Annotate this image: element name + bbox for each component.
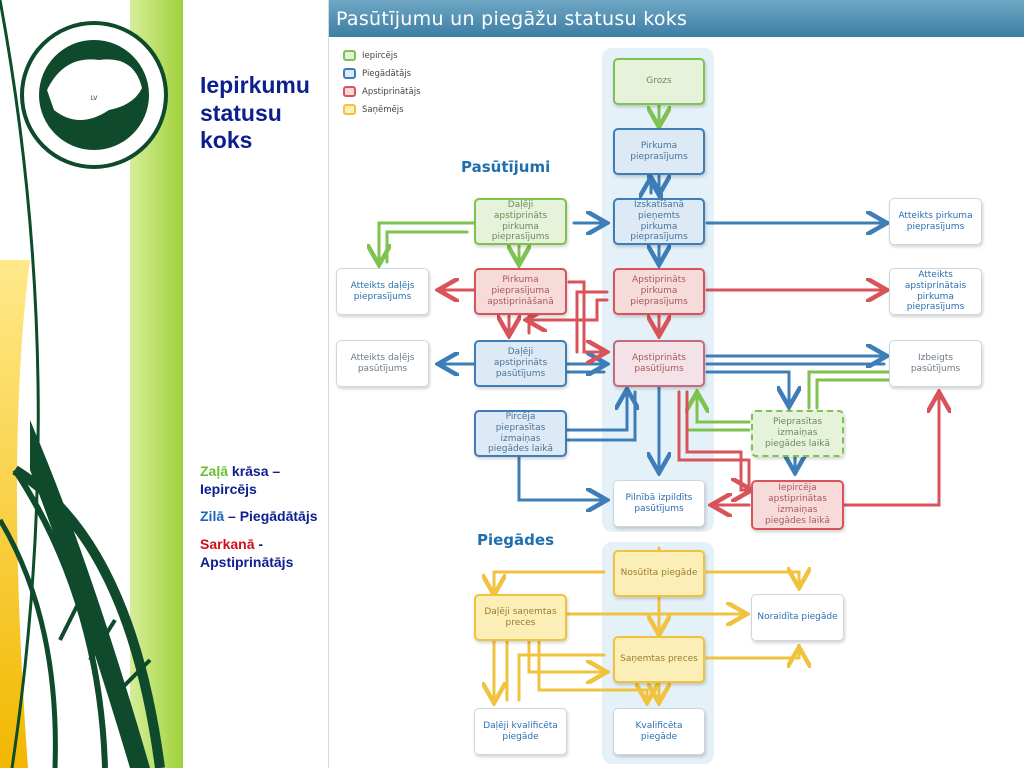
diagram-title: Pasūtījumu un piegāžu statusu koks xyxy=(336,8,688,30)
node-sanemtas-preces: Saņemtas preces xyxy=(613,636,705,683)
node-dalj-apst-pasutijums: Daļēji apstiprināts pasūtījums xyxy=(474,340,567,387)
diagram-legend-label: Saņēmējs xyxy=(362,104,404,115)
node-nosutita-piegade: Nosūtīta piegāde xyxy=(613,550,705,597)
color-legend-text: Zaļā krāsa – Iepircējs Zilā – Piegādātāj… xyxy=(200,462,325,580)
legend-green-rest: krāsa – Iepircējs xyxy=(200,463,281,498)
diagram-legend-label: Piegādātājs xyxy=(362,68,412,79)
node-atteikts-pirkuma: Atteikts pirkuma pieprasījums xyxy=(889,198,982,245)
legend-green: Zaļā krāsa – Iepircējs xyxy=(200,462,325,498)
node-izskatisana: Izskatīšanā pieņemts pirkuma pieprasījum… xyxy=(613,198,705,245)
node-atteikts-daljejs-pasutijums: Atteikts daļējs pasūtījums xyxy=(336,340,429,387)
legend-blue-rest: – Piegādātājs xyxy=(224,508,318,525)
svg-text:LV: LV xyxy=(91,95,99,102)
left-decor-panel: LV xyxy=(0,0,183,768)
legend-green-word: Zaļā xyxy=(200,463,229,479)
node-pirkuma-apstiprinasana: Pirkuma pieprasījuma apstiprināšanā xyxy=(474,268,567,315)
node-grozs: Grozs xyxy=(613,58,705,105)
node-pilniba-izpildits: Pilnībā izpildīts pasūtījums xyxy=(613,480,705,527)
node-pirkuma-pieprasijums: Pirkuma pieprasījums xyxy=(613,128,705,175)
node-apstiprinats-pasutijums: Apstiprināts pasūtījums xyxy=(613,340,705,387)
node-izbeigts-pasutijums: Izbeigts pasūtījums xyxy=(889,340,982,387)
node-apstiprinats-pirkuma: Apstiprināts pirkuma pieprasījums xyxy=(613,268,705,315)
diagram-legend-apstiprinatajs: Apstiprinātājs xyxy=(343,86,421,97)
diagram-legend-label: Iepircējs xyxy=(362,50,398,61)
node-atteikts-daljejs-pieprasijums: Atteikts daļējs pieprasījums xyxy=(336,268,429,315)
node-noraidita-piegade: Noraidīta piegāde xyxy=(751,594,844,641)
slide-title: Iepirkumu statusu koks xyxy=(200,72,330,155)
title-line-1: Iepirkumu xyxy=(200,72,310,98)
status-tree-diagram: Pasūtījumu un piegāžu statusu koks xyxy=(328,0,1024,768)
vraa-logo: LV xyxy=(20,21,168,169)
diagram-legend-iepircejs: Iepircējs xyxy=(343,50,398,61)
title-line-2: statusu xyxy=(200,99,282,126)
node-iepirceja-apstiprinatas: Iepircēja apstiprinātas izmaiņas piegāde… xyxy=(751,480,844,530)
diagram-legend-label: Apstiprinātājs xyxy=(362,86,421,97)
section-label-orders: Pasūtījumi xyxy=(461,158,551,176)
node-dalj-sanemtas: Daļēji saņemtas preces xyxy=(474,594,567,641)
legend-blue-word: Zilā xyxy=(200,508,225,525)
legend-red-word: Sarkanā xyxy=(200,535,255,552)
legend-red: Sarkanā - Apstiprinātājs xyxy=(200,535,325,571)
node-kvalificeta-piegade: Kvalificēta piegāde xyxy=(613,708,705,755)
node-pirceja-pieprasitas: Pircēja pieprasītas izmaiņas piegādes la… xyxy=(474,410,567,457)
diagram-legend-piegadatajs: Piegādātājs xyxy=(343,68,411,79)
node-dalj-apst-pirkuma: Daļēji apstiprināts pirkuma pieprasījums xyxy=(474,198,567,245)
legend-blue: Zilā – Piegādātājs xyxy=(200,507,325,525)
title-line-3: koks xyxy=(200,127,253,154)
diagram-legend-sanemejs: Saņēmējs xyxy=(343,104,404,115)
section-label-deliveries: Piegādes xyxy=(477,531,555,549)
node-dalj-kvalificeta: Daļēji kvalificēta piegāde xyxy=(474,708,567,755)
node-pieprasitas-izmainas: Pieprasītas izmaiņas piegādes laikā xyxy=(751,410,844,457)
node-atteikts-apstiprinatais: Atteikts apstiprinātais pirkuma pieprasī… xyxy=(889,268,982,315)
diagram-title-bar: Pasūtījumu un piegāžu statusu koks xyxy=(329,0,1024,37)
legend-red-rest: - Apstiprinātājs xyxy=(200,535,294,570)
